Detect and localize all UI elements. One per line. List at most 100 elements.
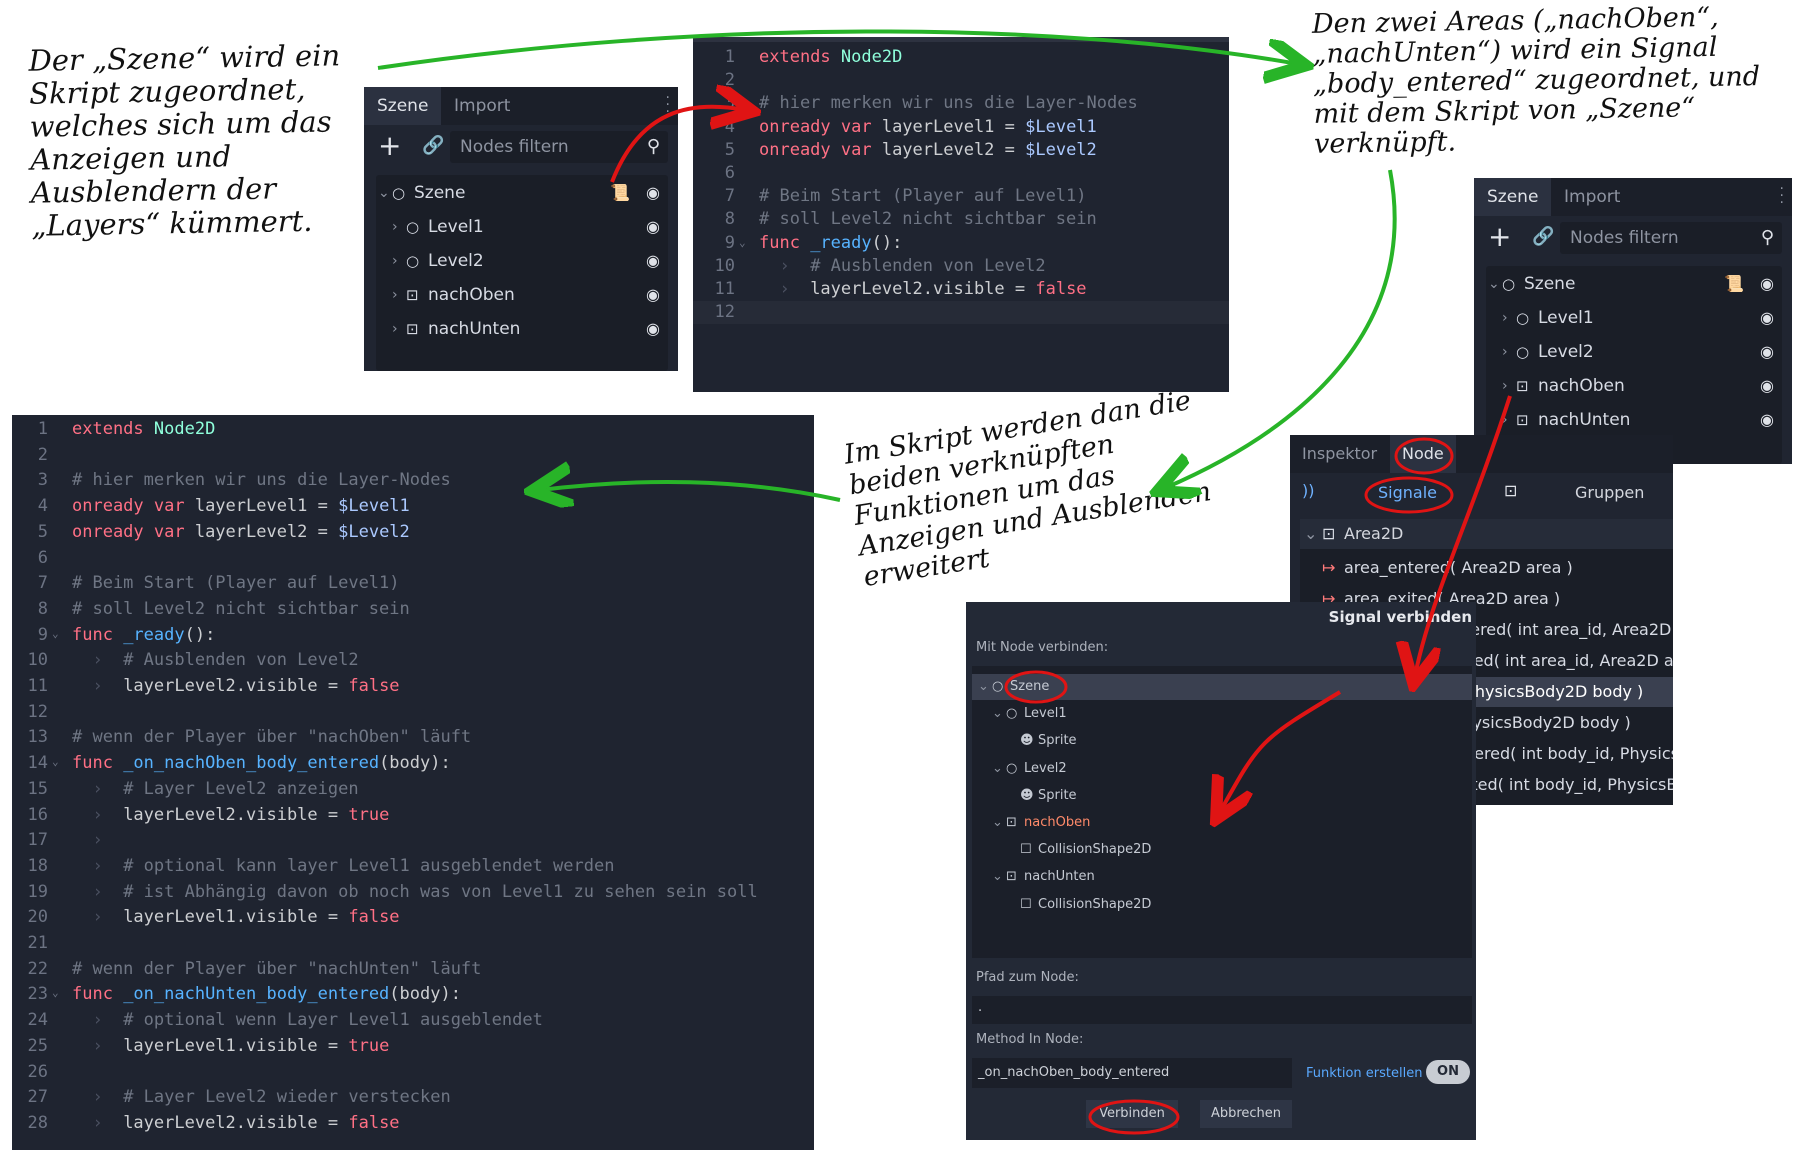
group-row[interactable]: ⌄ ⊡ Area2D	[1300, 519, 1673, 549]
chevron-right-icon[interactable]: ›	[392, 287, 398, 303]
eye-icon[interactable]: ◉	[646, 251, 660, 270]
code-line[interactable]: › # Layer Level2 anzeigen	[72, 777, 358, 803]
tree-row-nachoben[interactable]: › ⊡ nachOben ◉	[1486, 371, 1782, 401]
chevron-down-icon[interactable]: ⌄	[978, 679, 989, 694]
method-input[interactable]: _on_nachOben_body_entered	[972, 1058, 1292, 1088]
code-line[interactable]: › layerLevel2.visible = false	[72, 1111, 399, 1137]
tree-row-nachoben[interactable]: › ⊡ nachOben ◉	[376, 280, 668, 310]
signal-row[interactable]: ↦area_entered( Area2D area )	[1300, 553, 1673, 583]
code-line[interactable]: extends Node2D	[72, 417, 215, 443]
code-line[interactable]: › layerLevel2.visible = false	[72, 674, 399, 700]
code-line[interactable]: onready var layerLevel1 = $Level1	[759, 116, 1097, 139]
code-line[interactable]: › layerLevel1.visible = true	[72, 1034, 389, 1060]
tree-row-szene[interactable]: ⌄ ○ Szene 📜 ◉	[376, 178, 668, 208]
code-line[interactable]: › layerLevel1.visible = false	[72, 905, 399, 931]
code-line[interactable]: › # optional kann layer Level1 ausgeblen…	[72, 854, 614, 880]
eye-icon[interactable]: ◉	[646, 319, 660, 338]
code-line[interactable]: ›	[72, 828, 102, 854]
chevron-right-icon[interactable]: ›	[392, 219, 398, 235]
dialog-tree-row[interactable]: ⌄○Level2	[972, 756, 1472, 782]
code-line[interactable]: # Beim Start (Player auf Level1)	[72, 571, 400, 597]
code-line[interactable]: › # Ausblenden von Level2	[759, 255, 1045, 278]
dialog-tree-row[interactable]: ☐CollisionShape2D	[972, 837, 1472, 863]
tree-row-level1[interactable]: › ○ Level1 ◉	[376, 212, 668, 242]
code-line[interactable]: # hier merken wir uns die Layer-Nodes	[72, 468, 451, 494]
chevron-right-icon[interactable]: ›	[1502, 310, 1508, 326]
tab-node[interactable]: Node	[1390, 435, 1456, 473]
tab-scene[interactable]: Szene	[1474, 178, 1552, 216]
dialog-tree-row[interactable]: ☻Sprite	[972, 783, 1472, 809]
tab-scene[interactable]: Szene	[364, 87, 442, 125]
tab-groups[interactable]: Gruppen	[1575, 483, 1645, 502]
fold-icon[interactable]: ⌄	[52, 986, 59, 1000]
tree-row-szene[interactable]: ⌄ ○ Szene 📜 ◉	[1486, 269, 1782, 299]
filter-input[interactable]: Nodes filtern ⚲	[1560, 222, 1782, 254]
code-line[interactable]: # soll Level2 nicht sichtbar sein	[759, 208, 1097, 231]
code-line[interactable]: func _ready():	[72, 623, 215, 649]
script-icon[interactable]: 📜	[610, 183, 630, 202]
more-icon[interactable]: ···	[1779, 181, 1784, 211]
link-icon[interactable]: 🔗	[1532, 226, 1555, 247]
chevron-down-icon[interactable]: ⌄	[1488, 276, 1500, 292]
dialog-tree-row[interactable]: ⌄○Szene	[972, 674, 1472, 700]
dialog-tree-row[interactable]: ⌄⊡nachOben	[972, 810, 1472, 836]
chevron-right-icon[interactable]: ›	[392, 321, 398, 337]
eye-icon[interactable]: ◉	[1760, 274, 1774, 293]
chevron-right-icon[interactable]: ›	[1502, 378, 1508, 394]
script-icon[interactable]: 📜	[1724, 274, 1744, 293]
create-function-toggle[interactable]: ON	[1426, 1060, 1470, 1084]
add-node-icon[interactable]: +	[378, 129, 402, 162]
eye-icon[interactable]: ◉	[646, 183, 660, 202]
more-icon[interactable]: ···	[665, 90, 670, 120]
code-line[interactable]: extends Node2D	[759, 46, 902, 69]
code-line[interactable]: › # Layer Level2 wieder verstecken	[72, 1085, 450, 1111]
chevron-down-icon[interactable]: ⌄	[992, 815, 1003, 830]
tree-row-nachunten[interactable]: › ⊡ nachUnten ◉	[376, 314, 668, 344]
tree-row-nachunten[interactable]: › ⊡ nachUnten ◉	[1486, 405, 1782, 435]
code-line[interactable]: # Beim Start (Player auf Level1)	[759, 185, 1087, 208]
fold-icon[interactable]: ⌄	[52, 755, 59, 769]
tab-signals[interactable]: Signale	[1378, 483, 1437, 502]
code-line[interactable]: › layerLevel2.visible = false	[759, 278, 1086, 301]
chevron-right-icon[interactable]: ›	[1502, 344, 1508, 360]
dialog-tree-row[interactable]: ⌄⊡nachUnten	[972, 864, 1472, 890]
tab-import[interactable]: Import	[454, 96, 511, 116]
code-line[interactable]: # soll Level2 nicht sichtbar sein	[72, 597, 410, 623]
code-line[interactable]: # hier merken wir uns die Layer-Nodes	[759, 92, 1138, 115]
code-line[interactable]: func _on_nachOben_body_entered(body):	[72, 751, 451, 777]
code-line[interactable]: # wenn der Player über "nachUnten" läuft	[72, 957, 481, 983]
code-line[interactable]: › # ist Abhängig davon ob noch was von L…	[72, 880, 757, 906]
dialog-tree-row[interactable]: ⌄○Level1	[972, 701, 1472, 727]
eye-icon[interactable]: ◉	[1760, 308, 1774, 327]
code-line[interactable]: › # Ausblenden von Level2	[72, 648, 358, 674]
tree-row-level2[interactable]: › ○ Level2 ◉	[376, 246, 668, 276]
filter-input[interactable]: Nodes filtern ⚲	[450, 131, 668, 163]
dialog-tree-row[interactable]: ☻Sprite	[972, 728, 1472, 754]
fold-icon[interactable]: ⌄	[739, 235, 746, 249]
tree-row-level2[interactable]: › ○ Level2 ◉	[1486, 337, 1782, 367]
chevron-down-icon[interactable]: ⌄	[992, 869, 1003, 885]
dialog-tree-row[interactable]: ☐CollisionShape2D	[972, 892, 1472, 918]
add-node-icon[interactable]: +	[1488, 220, 1512, 253]
tab-inspector[interactable]: Inspektor	[1302, 444, 1378, 463]
eye-icon[interactable]: ◉	[646, 217, 660, 236]
code-line[interactable]: func _on_nachUnten_body_entered(body):	[72, 982, 461, 1008]
code-line[interactable]: › # optional wenn Layer Level1 ausgeblen…	[72, 1008, 542, 1034]
chevron-down-icon[interactable]: ⌄	[992, 706, 1003, 722]
fold-icon[interactable]: ⌄	[52, 626, 59, 640]
eye-icon[interactable]: ◉	[1760, 410, 1774, 429]
code-line[interactable]: func _ready():	[759, 232, 902, 255]
code-line[interactable]: onready var layerLevel2 = $Level2	[759, 139, 1097, 162]
connect-button[interactable]: Verbinden	[1086, 1100, 1178, 1128]
code-line[interactable]: › layerLevel2.visible = true	[72, 803, 389, 829]
link-icon[interactable]: 🔗	[422, 135, 445, 156]
chevron-right-icon[interactable]: ›	[392, 253, 398, 269]
tree-row-level1[interactable]: › ○ Level1 ◉	[1486, 303, 1782, 333]
chevron-down-icon[interactable]: ⌄	[1304, 524, 1318, 543]
code-line[interactable]: onready var layerLevel2 = $Level2	[72, 520, 410, 546]
eye-icon[interactable]: ◉	[646, 285, 660, 304]
eye-icon[interactable]: ◉	[1760, 376, 1774, 395]
code-line[interactable]: onready var layerLevel1 = $Level1	[72, 494, 410, 520]
